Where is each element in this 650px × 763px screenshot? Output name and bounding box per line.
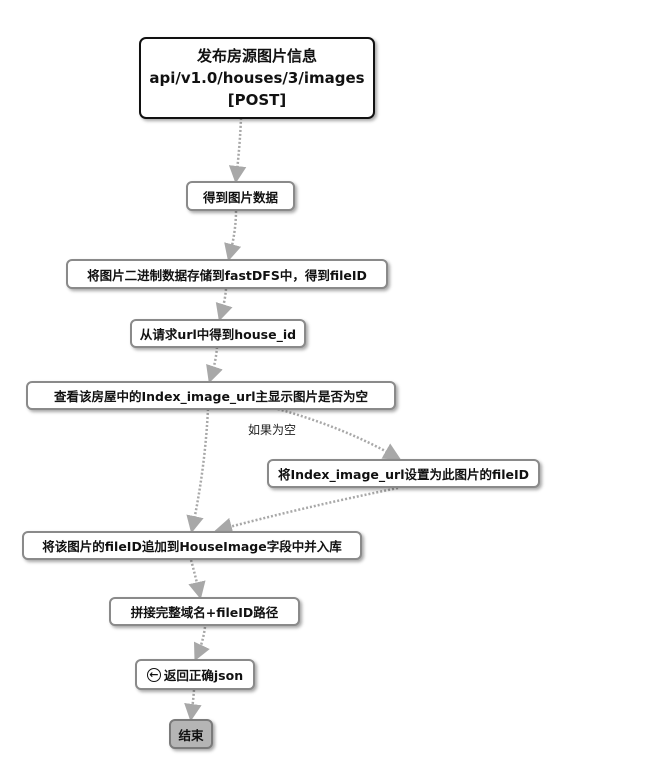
node-get-image-data-label: 得到图片数据: [202, 189, 278, 205]
start-node-title: 发布房源图片信息: [196, 47, 317, 65]
node-end: 结束: [169, 719, 213, 749]
edge-append-to-build: [188, 559, 206, 600]
node-build-url: 拼接完整域名+fileID路径: [109, 597, 300, 626]
node-set-index-image: 将Index_image_url设置为此图片的fileID: [267, 459, 540, 488]
node-append-house-image: 将该图片的fileID追加到HouseImage字段中并入库: [22, 531, 362, 560]
start-node: 发布房源图片信息 api/v1.0/houses/3/images [POST]: [139, 37, 375, 119]
edge-start-to-get-data: [228, 117, 247, 184]
node-get-image-data: 得到图片数据: [186, 181, 295, 211]
node-set-index-image-label: 将Index_image_url设置为此图片的fileID: [277, 467, 530, 482]
edge-house-id-to-check: [206, 346, 223, 384]
edge-label-if-empty: 如果为空: [248, 423, 297, 437]
node-append-house-image-label: 将该图片的fileID追加到HouseImage字段中并入库: [42, 539, 342, 554]
edge-get-data-to-store: [224, 210, 242, 262]
node-get-house-id-label: 从请求url中得到house_id: [139, 327, 297, 342]
node-check-index-image-label: 查看该房屋中的Index_image_url主显示图片是否为空: [53, 389, 369, 404]
start-node-method: [POST]: [227, 91, 287, 109]
edge-check-to-append: [186, 408, 210, 534]
start-node-endpoint: api/v1.0/houses/3/images: [149, 69, 365, 87]
edge-set-index-to-append: [214, 486, 399, 535]
edge-store-to-house-id: [215, 288, 233, 322]
back-arrow-circle-icon: ←: [146, 667, 161, 682]
node-check-index-image: 查看该房屋中的Index_image_url主显示图片是否为空: [26, 381, 396, 410]
node-store-fastdfs-label: 将图片二进制数据存储到fastDFS中，得到fileID: [87, 267, 367, 283]
edge-return-to-end: [184, 689, 202, 722]
node-get-house-id: 从请求url中得到house_id: [130, 319, 306, 348]
node-build-url-label: 拼接完整域名+fileID路径: [130, 605, 279, 620]
node-return-json: ← 返回正确json: [135, 659, 255, 690]
node-return-json-label: 返回正确json: [163, 668, 244, 683]
node-end-label: 结束: [178, 727, 204, 743]
node-store-fastdfs: 将图片二进制数据存储到fastDFS中，得到fileID: [66, 259, 388, 289]
edge-build-to-return: [193, 626, 210, 662]
